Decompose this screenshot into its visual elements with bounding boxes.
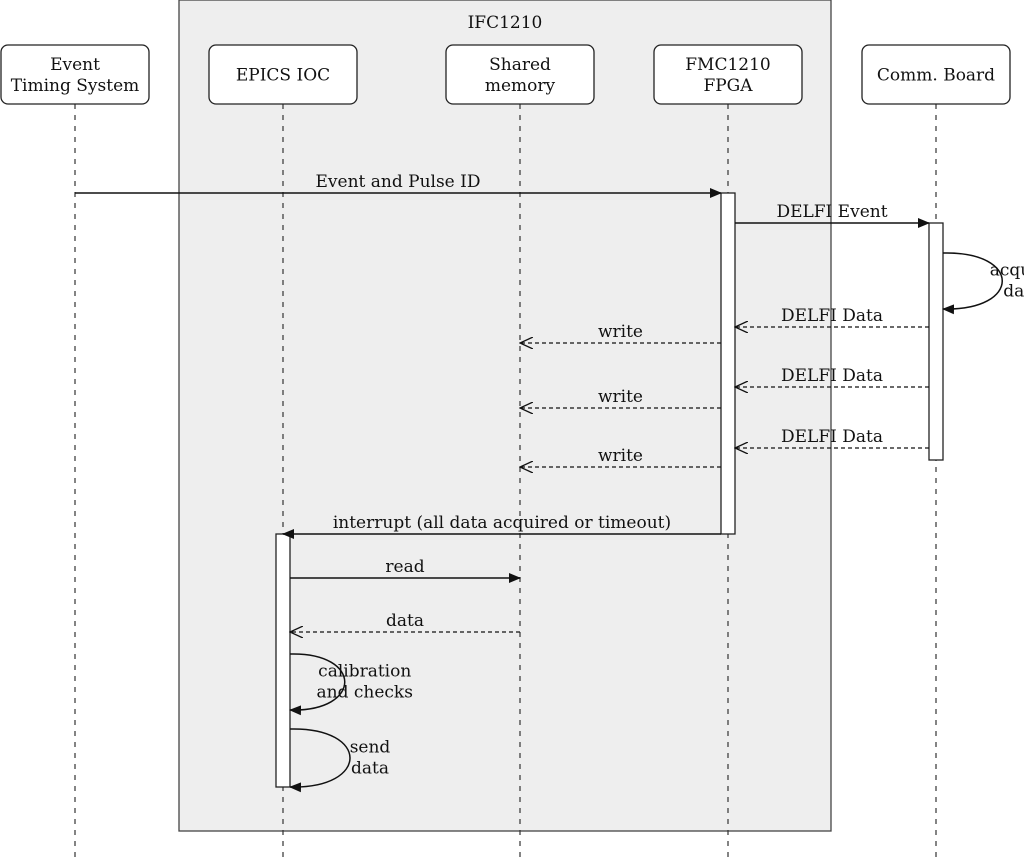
actor-label: memory [485,76,556,96]
message-label: DELFI Data [781,427,883,447]
message-9: write [520,446,721,467]
message-3: acquiredata [942,252,1024,315]
message-11: read [290,557,521,583]
self-loop-arrow [289,653,346,716]
actor-comm: Comm. Board [861,44,1011,105]
actor-label: Event [50,55,100,75]
message-2: DELFI Event [735,202,930,228]
actor-box-ets [0,44,150,105]
actor-label: FPGA [703,76,753,96]
activation-bar-ioc [275,533,291,788]
message-6: DELFI Data [735,366,929,387]
message-5: write [520,322,721,343]
actor-box-fpga [653,44,803,105]
message-label: DELFI Data [781,306,883,326]
message-label: write [598,446,643,466]
actor-ioc: EPICS IOC [208,44,358,105]
message-8: DELFI Data [735,427,929,448]
activation-bars [275,192,944,788]
actor-box-mem [445,44,595,105]
self-loop-arrow [289,728,351,793]
message-7: write [520,387,721,408]
message-12: data [290,611,520,632]
message-label: write [598,322,643,342]
activation-bar-fpga [720,192,736,535]
message-label: calibration [318,662,411,682]
actor-box-comm [861,44,1011,105]
message-10: interrupt (all data acquired or timeout) [282,513,721,539]
actor-label: Shared [489,55,551,75]
actor-box-ioc [208,44,358,105]
actor-label: EPICS IOC [236,66,330,86]
message-label: write [598,387,643,407]
message-label: acquire [990,261,1024,281]
message-label: DELFI Event [776,202,887,222]
message-label: send [350,738,391,758]
actor-label: Comm. Board [877,66,995,86]
message-label: data [351,759,389,779]
actor-label: Timing System [11,76,140,96]
self-loop-arrow [942,252,1003,315]
activation-bar-comm [928,222,944,461]
message-label: read [385,557,424,577]
message-label: and checks [317,683,413,703]
message-label: interrupt (all data acquired or timeout) [333,513,671,533]
group-label: IFC1210 [468,13,543,33]
message-label: DELFI Data [781,366,883,386]
message-label: data [386,611,424,631]
actor-label: FMC1210 [685,55,770,75]
message-label: data [1003,282,1024,302]
message-4: DELFI Data [735,306,929,327]
message-label: Event and Pulse ID [316,172,481,192]
message-1: Event and Pulse ID [75,172,722,198]
